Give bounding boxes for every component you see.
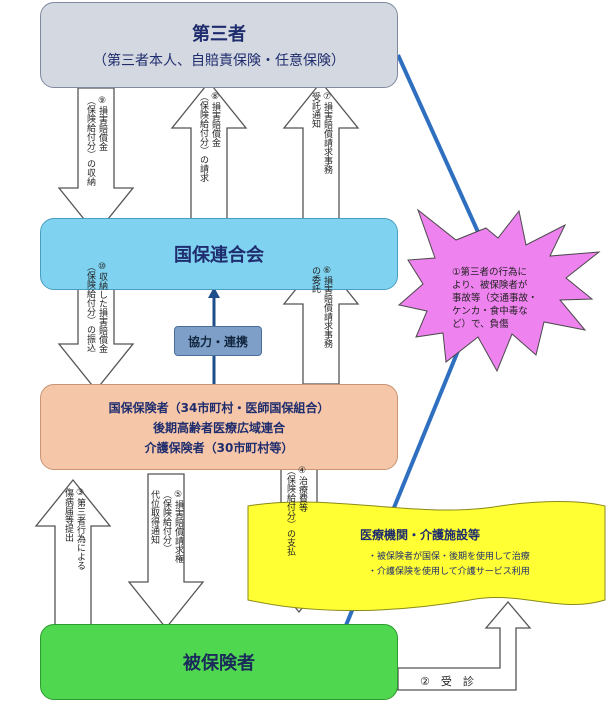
cooperation-arrowhead [208, 287, 220, 298]
arrow-6-label: ⑥損害賠償請求事務 の委託 [310, 266, 332, 348]
arrow-7-up [282, 80, 360, 233]
federation-title: 国保連合会 [174, 245, 264, 266]
accident-starburst [397, 208, 601, 373]
connector-third-party-to-accident [396, 54, 480, 233]
insurer-line3: 介護保険者（30市町村等） [144, 440, 294, 455]
accident-line: より、被保険者が [452, 280, 528, 291]
insurer-line1: 国保保険者（34市町村・医師国保組合） [108, 400, 330, 415]
insurer-box: 国保保険者（34市町村・医師国保組合） 後期高齢者医療広域連合 介護保険者（30… [40, 384, 398, 470]
insurer-line2: 後期高齢者医療広域連合 [152, 420, 285, 435]
cooperation-badge: 協力・連携 [174, 326, 262, 356]
accident-line: ど）で、負傷 [452, 319, 509, 330]
insured-box: 被保険者 [40, 624, 398, 700]
accident-text: ①第三者の行為に より、被保険者が 事故等（交通事故・ ケンカ・食中毒な ど）で… [452, 266, 562, 331]
medical-line2: ・介護保険を使用して介護サービス利用 [368, 567, 530, 577]
arrow-10-label: ⑩収納した損害賠償金 （保険給付分）の振込 [85, 262, 107, 353]
arrow-2-label: ② 受 診 [420, 675, 474, 688]
accident-line: ①第三者の行為に [452, 267, 528, 278]
federation-box: 国保連合会 [40, 218, 398, 290]
arrow-3-up [34, 478, 112, 637]
arrow-5-down [127, 473, 205, 630]
arrow-9-down [57, 87, 135, 236]
arrow-5-label: ⑤損害賠償請求権 （保険給付分） 代位取得通知 [149, 490, 183, 563]
arrow-3-label: ③第三者行為による 傷病届等提出 [63, 488, 85, 570]
accident-line: 事故等（交通事故・ [452, 293, 538, 304]
medical-title: 医療機関・介護施設等 [360, 528, 481, 542]
third-party-title: 第三者 [192, 24, 246, 45]
third-party-box: 第三者 （第三者本人、自賠責保険・任意保険） [40, 2, 398, 88]
arrow-2-bent [397, 600, 532, 691]
third-party-subtitle: （第三者本人、自賠責保険・任意保険） [93, 53, 345, 69]
arrow-4-label: ④治療費等 （保険給付分）の支払 [285, 466, 307, 556]
medical-facility-text: 医療機関・介護施設等 ・被保険者が国保・後期を使用して治療 ・介護保険を使用して… [360, 526, 600, 577]
arrow-9-label: ⑨損害賠償金 （保険給付分）の収納 [85, 96, 107, 186]
arrow-7-label: ⑦損害賠償請求事務 受託通知 [310, 92, 332, 174]
insured-title: 被保険者 [183, 653, 255, 674]
arrow-8-up [170, 80, 248, 233]
medical-facility-shape [247, 501, 606, 612]
medical-line1: ・被保険者が国保・後期を使用して治療 [368, 552, 530, 562]
cooperation-label: 協力・連携 [187, 334, 248, 349]
accident-line: ケンカ・食中毒な [452, 306, 528, 317]
arrow-8-label: ⑧損害賠償金 （保険給付分）の請求 [198, 92, 220, 182]
